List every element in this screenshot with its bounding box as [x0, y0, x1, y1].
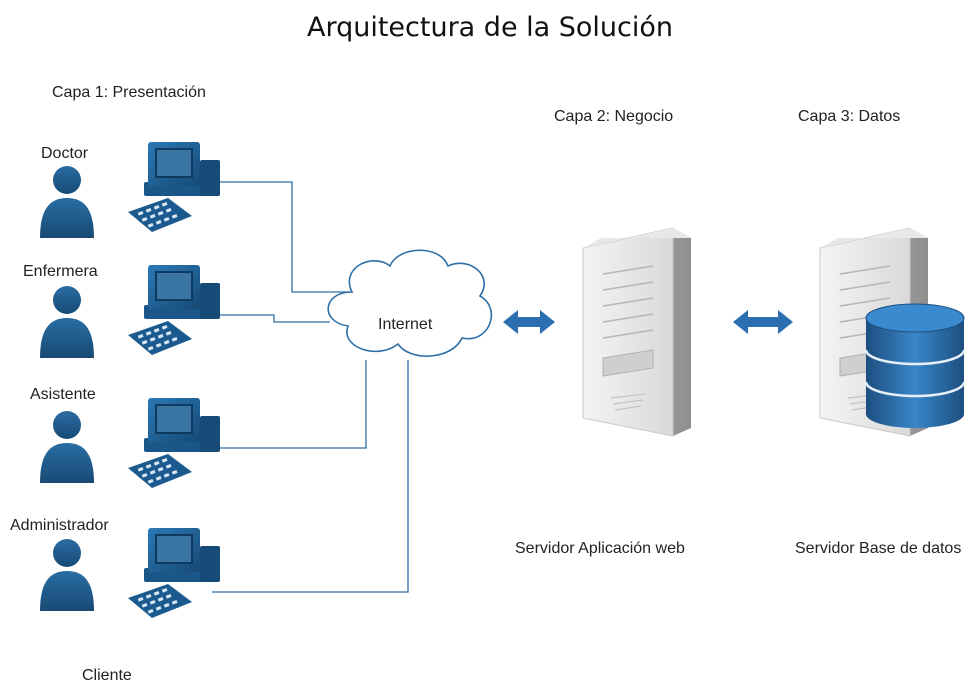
user-label-doctor: Doctor	[41, 145, 89, 162]
layer-data-label: Capa 3: Datos	[798, 108, 901, 125]
user-label-asistente: Asistente	[30, 386, 96, 403]
user-label-administrador: Administrador	[10, 517, 109, 534]
internet-label: Internet	[378, 316, 433, 333]
db-server-label: Servidor Base de datos	[795, 540, 962, 557]
connector-asistente	[212, 360, 367, 449]
computer-icon-asistente	[128, 398, 220, 488]
user-icon-doctor	[40, 166, 94, 238]
computer-icon-administrador	[128, 528, 220, 618]
diagram-title: Arquitectura de la Solución	[306, 12, 674, 43]
connector-enfermera	[212, 314, 330, 323]
double-arrow-icon-app-db	[733, 310, 793, 334]
user-icon-administrador	[40, 539, 94, 611]
app-server-icon	[582, 227, 692, 437]
layer-business-label: Capa 2: Negocio	[554, 108, 674, 125]
double-arrow-icon-internet-app	[503, 310, 555, 334]
user-label-enfermera: Enfermera	[23, 263, 98, 280]
computer-icon-doctor	[128, 142, 220, 232]
user-icon-asistente	[40, 411, 94, 483]
layer-presentation-label: Capa 1: Presentación	[52, 84, 206, 101]
app-server-label: Servidor Aplicación web	[515, 540, 685, 557]
connector-doctor	[212, 181, 350, 293]
computer-icon-enfermera	[128, 265, 220, 355]
connector-administrador	[212, 360, 409, 593]
database-icon	[864, 303, 966, 428]
client-label: Cliente	[82, 667, 132, 684]
internet-cloud-icon	[327, 249, 493, 357]
connector-lines	[212, 181, 409, 593]
user-icon-enfermera	[40, 286, 94, 358]
